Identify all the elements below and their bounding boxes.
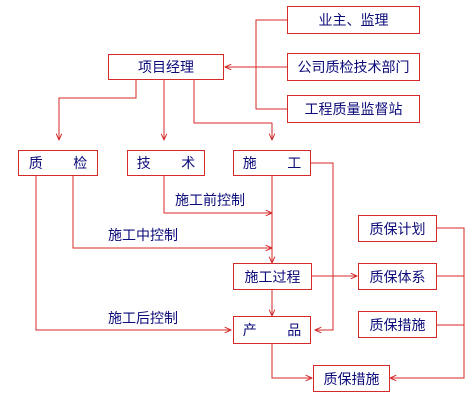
post-construction-control-label: 施工后控制	[108, 311, 178, 327]
link-qa-bracket	[390, 227, 465, 378]
arrow-construct-product	[310, 162, 334, 330]
product-box: 产 品	[233, 316, 311, 344]
pre-construction-control-label: 施工前控制	[175, 193, 245, 209]
link-owner	[255, 19, 287, 110]
company-qc-dept-box: 公司质检技术部门	[287, 53, 420, 81]
technology-box: 技 术	[127, 150, 205, 176]
project-manager-box: 项目经理	[108, 54, 224, 80]
owner-supervisor-box: 业主、监理	[287, 6, 420, 34]
qa-measures-box: 质保措施	[358, 311, 437, 338]
construction-process-box: 施工过程	[233, 263, 312, 290]
arrow-qc-post	[35, 176, 231, 330]
quality-supervision-station-box: 工程质量监督站	[287, 95, 420, 123]
qa-system-box: 质保体系	[358, 263, 437, 290]
qa-plan-box: 质保计划	[358, 215, 437, 242]
qa-measures-final-box: 质保措施	[313, 365, 390, 392]
arrow-pm-construct	[193, 80, 272, 140]
mid-construction-control-label: 施工中控制	[108, 228, 178, 244]
arrow-product-measure	[271, 344, 312, 378]
quality-inspection-box: 质 检	[18, 150, 98, 176]
construction-box: 施 工	[233, 150, 311, 176]
arrow-qc-mid	[72, 176, 272, 248]
arrow-pm-qc	[59, 80, 137, 140]
arrow-tech-pre	[163, 176, 272, 213]
